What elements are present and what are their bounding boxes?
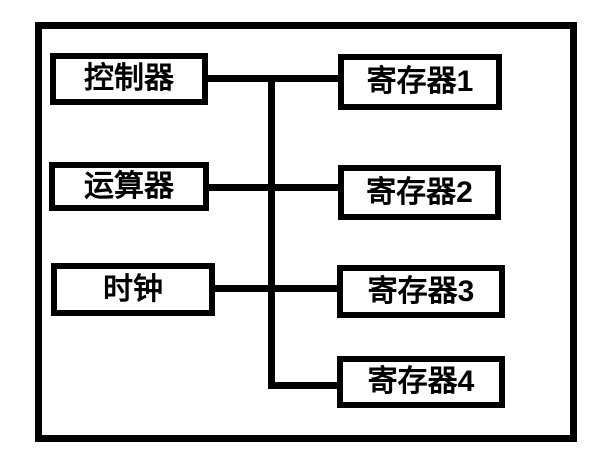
node-controller: 控制器: [50, 53, 208, 105]
node-register-1: 寄存器1: [338, 54, 502, 110]
node-alu: 运算器: [49, 162, 209, 211]
diagram-outer-frame: [35, 22, 577, 442]
node-register-2-label: 寄存器2: [366, 175, 473, 209]
node-clock-label: 时钟: [103, 272, 163, 306]
node-controller-label: 控制器: [84, 62, 174, 95]
connector-alu-to-bus: [209, 184, 338, 191]
node-alu-label: 运算器: [84, 169, 174, 203]
connector-bus-to-register4: [268, 382, 337, 389]
connector-controller-to-bus: [208, 75, 338, 82]
connector-clock-to-bus: [215, 285, 337, 292]
node-register-4-label: 寄存器4: [367, 365, 475, 398]
node-register-3: 寄存器3: [337, 265, 505, 318]
node-clock: 时钟: [51, 263, 215, 316]
node-register-4: 寄存器4: [337, 356, 505, 408]
node-register-2: 寄存器2: [338, 165, 501, 220]
node-register-3-label: 寄存器3: [367, 274, 475, 308]
bus-vertical-line: [268, 75, 275, 389]
node-register-1-label: 寄存器1: [366, 65, 474, 98]
